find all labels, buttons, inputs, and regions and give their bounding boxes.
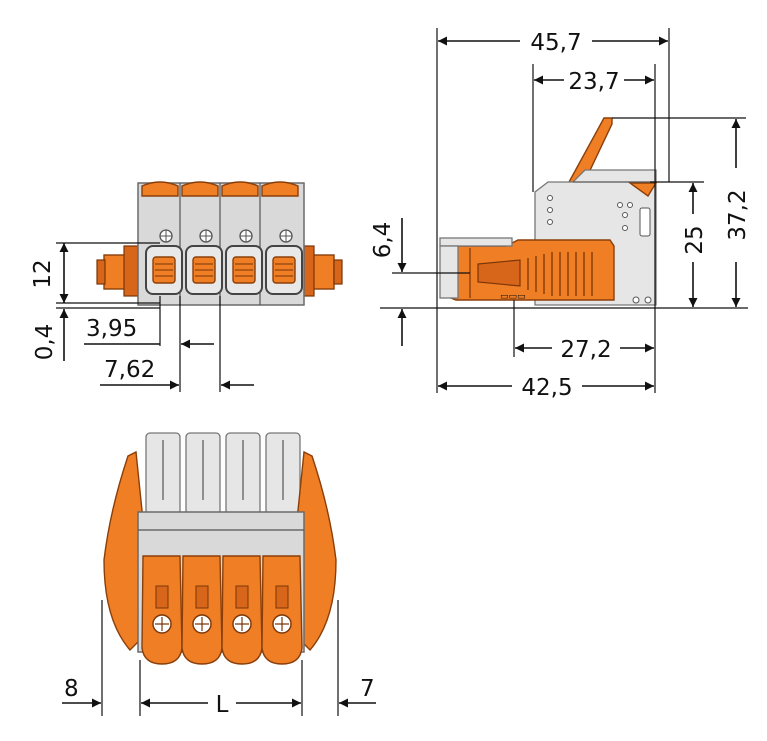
dim-body-depth: 42,5 <box>521 375 572 401</box>
dim-width-total: 45,7 <box>530 30 581 56</box>
test-holes <box>159 229 293 243</box>
contact-openings <box>145 245 303 295</box>
dim-pitch: 7,62 <box>104 357 155 383</box>
top-view-dimensions: 8 L 7 <box>62 600 376 718</box>
right-latch <box>295 450 337 652</box>
front-view <box>96 181 343 306</box>
dim-pin-offset: 3,95 <box>86 316 137 342</box>
dim-front-offset: 0,4 <box>32 324 58 361</box>
left-latch <box>103 450 145 652</box>
dim-length-label: L <box>216 692 229 718</box>
top-tabs <box>141 181 299 197</box>
top-levers <box>141 555 303 665</box>
dim-lever-length: 27,2 <box>560 337 611 363</box>
top-view <box>103 432 337 665</box>
dim-offset-height: 6,4 <box>370 222 396 259</box>
front-view-dimensions: 12 0,4 3,95 7,62 <box>30 242 254 392</box>
side-holes <box>547 195 651 237</box>
side-view: ▭▭▭ <box>439 117 658 306</box>
dim-left-margin: 8 <box>64 676 79 702</box>
dim-height-body: 25 <box>682 225 708 254</box>
brand-marking: ▭▭▭ <box>500 292 526 302</box>
dim-width-inner: 23,7 <box>568 69 619 95</box>
plug-body <box>445 239 615 301</box>
dim-height-total: 37,2 <box>725 189 751 240</box>
dim-right-margin: 7 <box>360 676 375 702</box>
top-pins <box>145 432 301 516</box>
side-view-dimensions: 45,7 23,7 37,2 25 6,4 27,2 42,5 <box>370 28 751 401</box>
dim-front-height: 12 <box>30 259 56 288</box>
